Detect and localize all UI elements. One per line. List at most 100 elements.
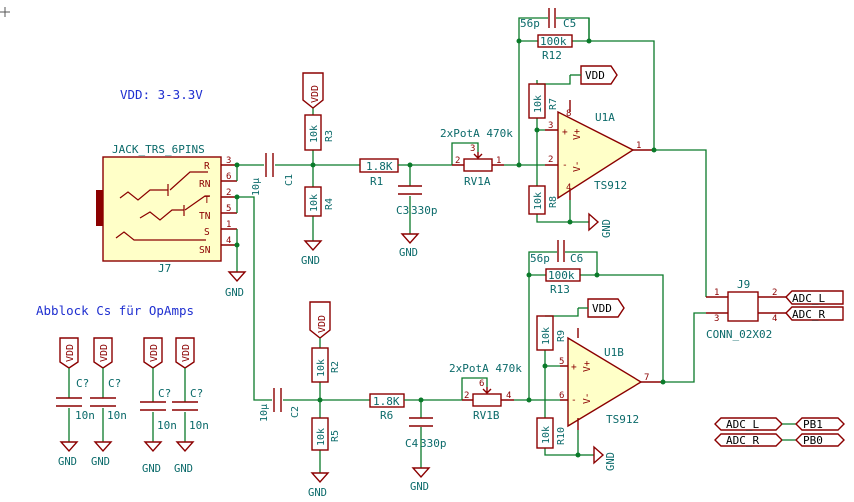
u1a-vplus: V+: [572, 128, 583, 140]
opamp-u1a: 3 2 1 8 4 + - V+ V- U1A TS912: [545, 100, 654, 200]
cdec-ref: C?: [76, 377, 89, 390]
jack-pin-num-6: 6: [226, 172, 231, 182]
jack-tip-spring: [184, 195, 210, 211]
capacitor-c1: 10µ C1: [251, 153, 295, 196]
jack-pin-name-r: R: [204, 161, 210, 172]
u1a-plus: +: [562, 127, 568, 138]
pb0-shape: [795, 433, 845, 447]
jack-body: [102, 156, 222, 262]
c2-value: 10µ: [259, 404, 270, 422]
r13-ref: R13: [550, 283, 570, 296]
adc-l-hier-shape: [714, 417, 783, 431]
gnd-symbol: [411, 467, 431, 479]
u1b-ref: U1B: [604, 346, 624, 359]
jack-pin-num-1: 1: [226, 220, 231, 230]
vdd-flag: [302, 72, 324, 109]
r5-value: 10k: [316, 428, 327, 446]
resistor-r4: [304, 186, 322, 217]
j9-pin-2: 2: [772, 288, 777, 298]
j9-pin-1: 1: [714, 288, 719, 298]
jack-j7: JACK_TRS_6PINS J7 R RN T TN S SN 3 6 2 5…: [96, 143, 237, 275]
jack-pin-num-3: 3: [226, 156, 231, 166]
decoupling-cap-4: VDD C? 10n GND: [172, 337, 209, 475]
resistor-r13: [545, 268, 581, 282]
r9-ref: R9: [556, 330, 567, 342]
wire-r10: [544, 366, 579, 456]
vdd-label: VDD: [181, 344, 192, 362]
r6-ref: R6: [380, 409, 393, 422]
resistor-r12: [537, 34, 573, 48]
adc-r-label-shape: [785, 306, 844, 321]
gnd-symbol: [400, 233, 420, 245]
vdd-flag: [580, 65, 618, 85]
resistor-r5: [311, 417, 329, 451]
rv1a-ref: RV1A: [464, 175, 491, 188]
u1b-pin-5: 5: [559, 357, 564, 367]
r2-ref: R2: [330, 361, 341, 373]
u1b-pin-7: 7: [644, 373, 649, 383]
resistor-r2: [311, 347, 329, 383]
vdd-label: VDD: [592, 302, 612, 315]
vdd-label: VDD: [585, 69, 605, 82]
r12-ref: R12: [542, 49, 562, 62]
rv1a-pin-1: 1: [496, 156, 501, 166]
gnd-label: GND: [605, 452, 617, 471]
r9-value: 10k: [541, 327, 552, 345]
jack-sleeve-contact: [115, 231, 206, 241]
c3-value: 330p: [411, 204, 438, 217]
u1a-minus: -: [562, 160, 568, 171]
r1-ref: R1: [370, 175, 383, 188]
r10-value: 10k: [541, 426, 552, 444]
r7-ref: R7: [548, 98, 559, 110]
u1a-vminus: V-: [572, 161, 583, 172]
capacitor-c2: 10µ C2: [259, 388, 301, 422]
j9-ref: J9: [737, 278, 750, 291]
resistor-r10: [536, 417, 554, 449]
u1a-part: TS912: [594, 179, 627, 192]
jack-ring-spring: [169, 171, 208, 191]
cdec-value: 10n: [75, 409, 95, 422]
u1a-pin-3: 3: [548, 121, 553, 131]
gnd-label: GND: [308, 487, 327, 499]
wire-r13: [529, 274, 664, 382]
jack-sleeve-block: [96, 190, 103, 226]
gnd-label: GND: [58, 456, 77, 468]
u1b-pin-6: 6: [559, 391, 564, 401]
vdd-label: VDD: [65, 344, 76, 362]
capacitor-c6: [557, 240, 565, 262]
capacitor-c5: [548, 8, 556, 28]
decoupling-cap-2: VDD C? 10n GND: [90, 337, 127, 468]
cdec-ref: C?: [190, 387, 203, 400]
pb1-shape: [795, 417, 845, 431]
vdd-label: VDD: [99, 344, 110, 362]
u1b-minus: -: [571, 395, 577, 406]
cdec-value: 10n: [157, 419, 177, 432]
gnd-label: GND: [225, 287, 244, 299]
junction: [234, 242, 240, 248]
c1-ref: C1: [284, 174, 295, 186]
u1b-vminus: V-: [582, 393, 593, 404]
capacitor-c3: [398, 185, 422, 195]
decoupling-cap-3: VDD C? 10n GND: [140, 337, 177, 475]
jack-pin-num-5: 5: [226, 204, 231, 214]
adc-l-label-shape: [785, 290, 844, 305]
r8-ref: R8: [548, 196, 559, 208]
vdd-label: VDD: [310, 85, 321, 103]
gnd-label: GND: [410, 481, 429, 493]
u1a-pin-4: 4: [566, 183, 571, 193]
rv1a-pin-3: 3: [470, 144, 475, 154]
rv1a-value: 2xPotA 470k: [440, 127, 513, 140]
opamp-u1b: 5 6 7 + - V+ V- U1B TS912: [559, 328, 663, 430]
jack-ring-contact: [119, 184, 169, 201]
wire-adc-to-ports: [782, 423, 796, 441]
c4-value: 330p: [420, 437, 447, 450]
decoupling-cap-1: VDD C? 10n GND: [56, 337, 95, 468]
gnd-label: GND: [91, 456, 110, 468]
r6-value: 1.8K: [373, 395, 400, 408]
jack-ref: J7: [158, 262, 171, 275]
c5-value: 56p: [520, 17, 540, 30]
wire-r12: [519, 40, 655, 150]
potentiometer-rv1a: 2xPotA 470k 2 1 3 RV1A: [440, 127, 513, 188]
jack-pin-name-tn: TN: [199, 211, 211, 222]
r13-value: 100k: [548, 269, 575, 282]
